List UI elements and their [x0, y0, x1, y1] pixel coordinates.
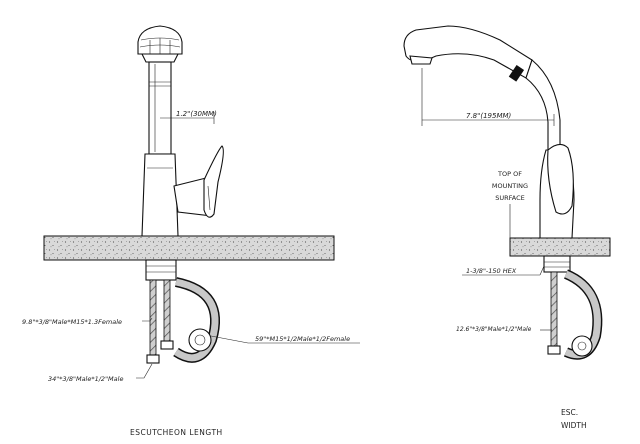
side-spray-head — [403, 25, 533, 79]
supply-hose-label-bottom: 34"*3/8"Male*1/2"Male — [48, 375, 123, 383]
supply-hose-label-right: 12.6"*3/8"Male*1/2"Male — [456, 326, 532, 333]
reach-dimension: 7.8"(195MM) — [466, 112, 512, 120]
spout-height-dimension: 1.2"(30MM) — [176, 110, 217, 118]
side-countertop — [509, 237, 611, 257]
front-supply-hose-a — [149, 279, 157, 359]
mounting-note-line-3: SURFACE — [495, 194, 525, 202]
hex-nut-dimension: 1-3/8"-150 HEX — [466, 267, 517, 275]
side-hex-nut — [543, 255, 571, 273]
esc-width-caption-2: WIDTH — [561, 421, 587, 430]
side-lever-handle — [547, 143, 574, 215]
mounting-note-line-2: MOUNTING — [492, 182, 528, 190]
spray-hose-label: 59"*M15*1/2Male*1/2Female — [255, 335, 350, 343]
front-faucet-body — [141, 153, 179, 237]
side-spout-arch — [525, 59, 561, 151]
esc-width-caption-1: ESC. — [561, 408, 578, 417]
side-supply-hose — [550, 271, 558, 349]
mounting-note-line-1: TOP OF — [497, 170, 522, 178]
front-supply-hose-b — [163, 279, 171, 345]
supply-hose-label-left: 9.8"*3/8"Male*M15*1.3Female — [22, 318, 122, 326]
front-view: 1.2"(30MM) 9.8"*3/8"Male*M15*1.3Female 3… — [22, 25, 360, 437]
front-countertop — [43, 235, 335, 261]
side-view: 7.8"(195MM) TOP OF MOUNTING SURFACE 1-3/… — [403, 25, 611, 430]
front-spray-head — [137, 25, 183, 63]
front-spout-tube — [148, 61, 172, 155]
escutcheon-length-caption: ESCUTCHEON LENGTH — [130, 428, 223, 437]
front-shank-nut — [145, 259, 177, 281]
